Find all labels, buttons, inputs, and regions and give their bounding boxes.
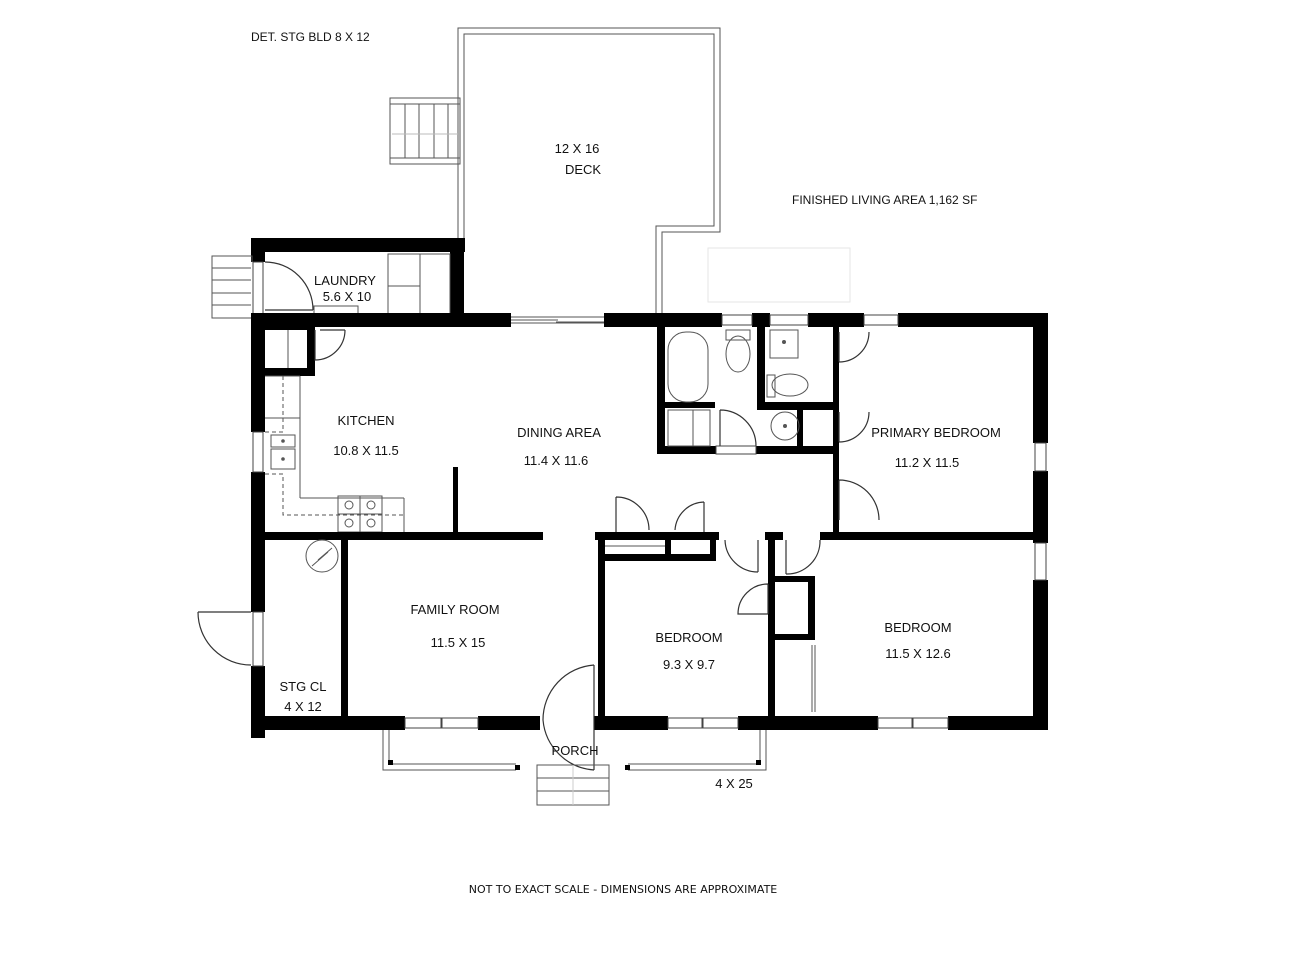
window	[769, 314, 809, 326]
bathrooms	[657, 327, 839, 532]
kitchen-sink	[270, 434, 296, 470]
window	[912, 717, 949, 729]
main-walls	[251, 313, 1048, 730]
porch-stairs	[536, 764, 610, 806]
window	[1034, 542, 1047, 581]
window	[441, 717, 479, 729]
door-swing	[737, 583, 769, 615]
door-swing	[785, 539, 821, 575]
primary-bedroom-size: 11.2 X 11.5	[894, 455, 960, 470]
disclaimer: NOT TO EXACT SCALE - DIMENSIONS ARE APPR…	[468, 883, 778, 896]
detached-storage-label: DET. STG BLD 8 X 12	[251, 30, 370, 44]
family-room-name: FAMILY ROOM	[410, 602, 500, 617]
window	[1034, 442, 1047, 472]
laundry-door-swing	[264, 261, 314, 311]
porch-size: 4 X 25	[715, 776, 753, 791]
washer-dryer	[387, 253, 451, 317]
family-room-size: 11.5 X 15	[430, 635, 486, 650]
laundry-stairs	[211, 255, 253, 319]
bedroom-2-size: 9.3 X 9.7	[662, 657, 716, 672]
deck-name: DECK	[564, 162, 602, 177]
storage-closet-name: STG CL	[279, 679, 327, 694]
bedroom-3-size: 11.5 X 12.6	[885, 646, 951, 661]
door-swing	[674, 501, 705, 532]
storage-closet-size: 4 X 12	[284, 699, 322, 714]
laundry-name: LAUNDRY	[314, 273, 376, 288]
porch-name: PORCH	[551, 743, 599, 758]
kitchen-counters	[265, 375, 405, 532]
window	[404, 717, 442, 729]
door-swing	[838, 331, 870, 363]
primary-bedroom-name: PRIMARY BEDROOM	[871, 425, 1001, 440]
exterior-door-swing	[197, 611, 252, 666]
door-swing	[615, 496, 650, 532]
deck-outline	[457, 27, 721, 313]
window	[702, 717, 739, 729]
window	[721, 314, 753, 326]
door-swing	[838, 411, 870, 443]
stove	[337, 495, 383, 533]
kitchen-size: 10.8 X 11.5	[333, 443, 399, 458]
finished-area-label: FINISHED LIVING AREA 1,162 SF	[792, 193, 978, 207]
dining-size: 11.4 X 11.6	[523, 453, 589, 468]
outline-box	[707, 247, 851, 303]
porch-railing	[382, 730, 767, 771]
water-heater-icon	[305, 539, 339, 573]
door-swing	[838, 479, 880, 521]
window	[252, 431, 264, 473]
deck-size: 12 X 16	[554, 141, 600, 156]
sliding-door	[511, 316, 604, 324]
laundry-size: 5.6 X 10	[322, 289, 372, 304]
window	[863, 314, 899, 326]
window	[667, 717, 703, 729]
kitchen-name: KITCHEN	[337, 413, 395, 428]
deck-stairs	[389, 97, 461, 165]
door-swing	[724, 539, 759, 573]
front-door	[540, 664, 595, 771]
bedroom-3-name: BEDROOM	[884, 620, 952, 635]
bedroom-2-name: BEDROOM	[655, 630, 723, 645]
pantry-door-swing	[314, 329, 346, 361]
window	[877, 717, 913, 729]
dining-name: DINING AREA	[517, 425, 601, 440]
